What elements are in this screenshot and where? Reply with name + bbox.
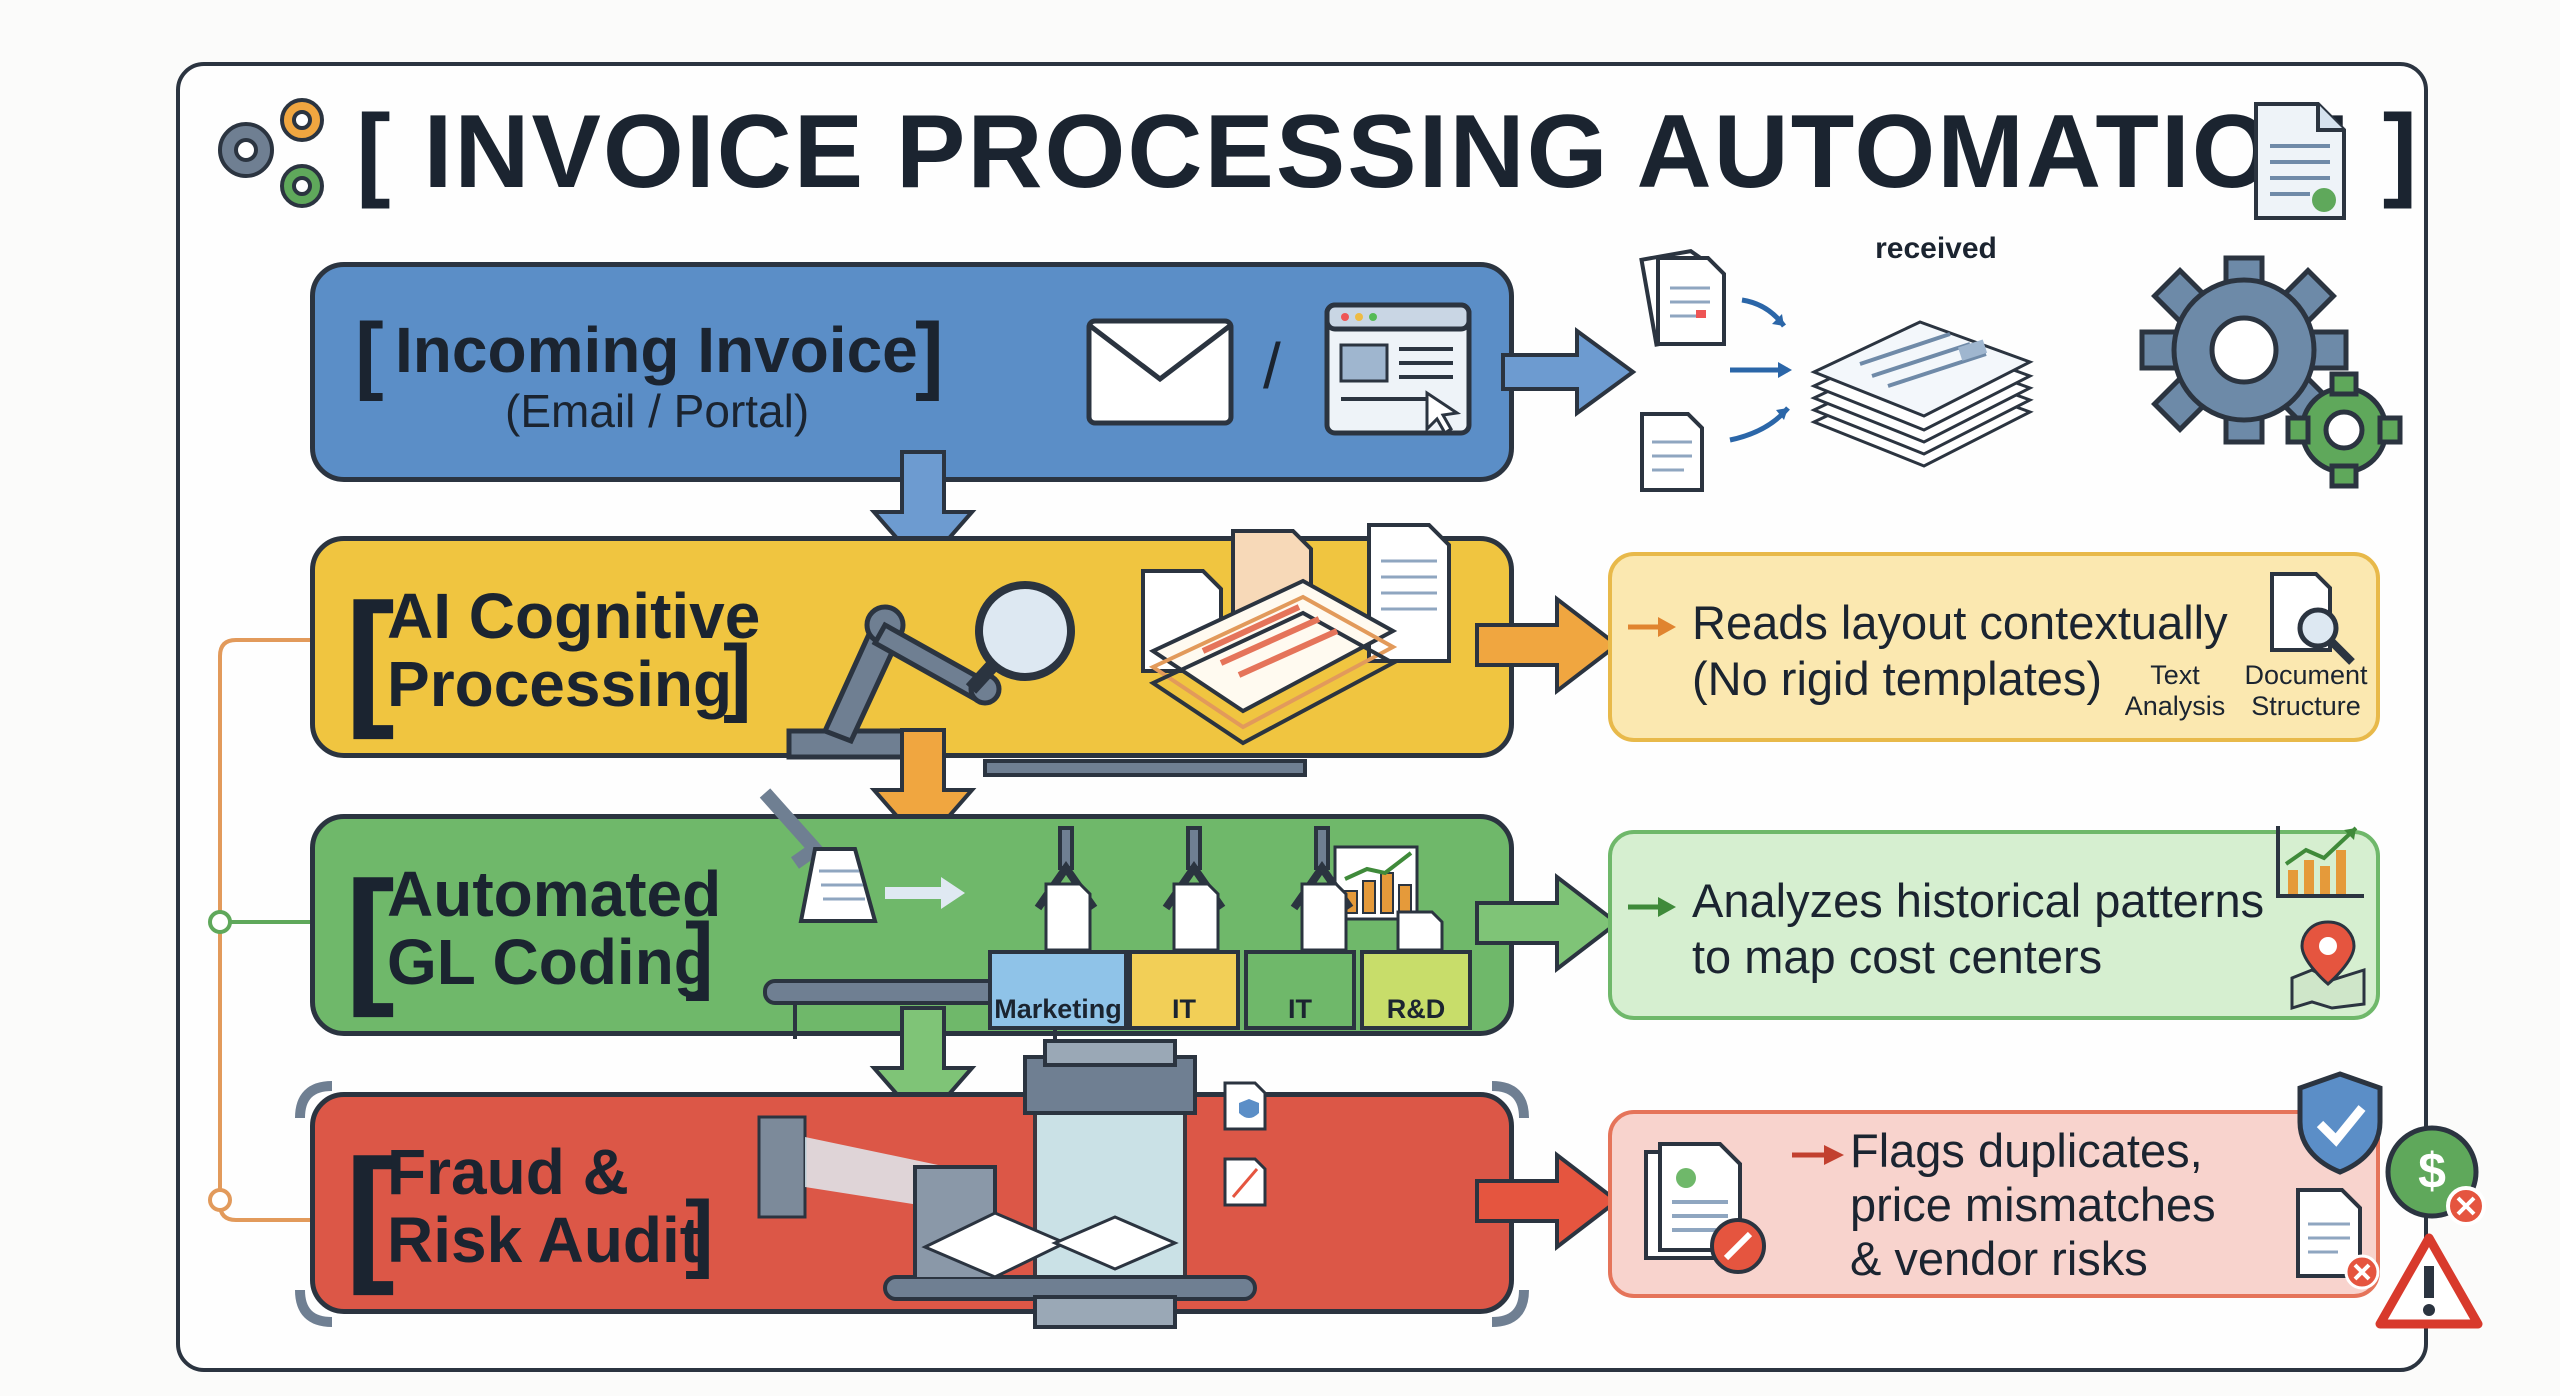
warning-icon: [2375, 1233, 2483, 1329]
bin-label-it-2: IT: [1288, 994, 1312, 1024]
map-pin-icon: [2290, 920, 2366, 1011]
rejected-document-icon: [2296, 1188, 2380, 1290]
bin-rnd: [1360, 950, 1472, 1030]
envelope-icon: [1086, 318, 1234, 426]
label-document-structure: Document Structure: [2244, 660, 2368, 722]
callout-ai-line2: (No rigid templates): [1692, 652, 2103, 705]
channel-separator: /: [1263, 330, 1281, 402]
bullet-arrow-icon: [1628, 897, 1676, 917]
svg-text:$: $: [2418, 1143, 2446, 1199]
stage-title-gl-line1: Automated: [387, 858, 722, 930]
callout-fraud-audit: Flags duplicates, price mismatches & ven…: [1608, 1110, 2380, 1298]
bin-it-green: [1244, 950, 1356, 1030]
title-gears-icon: [218, 98, 324, 208]
callout-gl-line2: to map cost centers: [1692, 930, 2103, 983]
callout-ai-line1: Reads layout contextually: [1692, 596, 2228, 649]
callout-fraud-line2: price mismatches: [1850, 1178, 2216, 1231]
document-search-icon: [2270, 572, 2355, 665]
label-text-analysis: Text Analysis: [2124, 660, 2226, 722]
stage-incoming-invoice: [ Incoming Invoice ] (Email / Portal) /: [310, 262, 1637, 482]
incoming-documents-icon: [1639, 249, 1792, 492]
robot-arm-icon: [786, 581, 1075, 760]
claw-icon: [1034, 826, 1444, 952]
stage-title-ai-line2: Processing: [387, 648, 733, 720]
stage-title-fraud-line2: Risk Audit: [387, 1204, 702, 1276]
stage-fraud-audit: [ Fraud & Risk Audit ]: [310, 1039, 1621, 1329]
scanner-icon: [757, 1039, 1267, 1329]
stage-title-gl-line2: GL Coding: [387, 926, 713, 998]
stage-ai-cognitive: [ AI Cognitive Processing ]: [310, 523, 1621, 760]
callout-fraud-line3: & vendor risks: [1850, 1232, 2148, 1285]
trend-chart-icon: [2276, 826, 2364, 898]
spreadsheet-icon: [1141, 523, 1451, 746]
stage-title-incoming: Incoming Invoice: [395, 314, 918, 386]
document-stack-icon: [1810, 320, 2034, 468]
bin-label-marketing: Marketing: [994, 994, 1122, 1024]
arrow-right-icon: [1501, 327, 1637, 417]
arrow-right-icon: [1475, 872, 1621, 974]
stage-subtitle-incoming: (Email / Portal): [505, 385, 810, 437]
bin-it-yellow: [1128, 950, 1240, 1030]
arrow-right-icon: [1475, 1150, 1621, 1252]
callout-gl-line1: Analyzes historical patterns: [1692, 874, 2265, 927]
browser-portal-icon: [1324, 302, 1472, 436]
callout-ai-cognitive: Reads layout contextually (No rigid temp…: [1608, 552, 2380, 742]
flagged-document-icon: [1644, 1142, 1766, 1274]
dollar-coin-icon: $: [2385, 1125, 2486, 1226]
bullet-arrow-icon: [1792, 1145, 1844, 1165]
shield-check-icon: [2297, 1071, 2383, 1175]
bar-chart-icon: [1333, 845, 1419, 921]
bin-marketing: [988, 950, 1128, 1030]
bin-label-rnd: R&D: [1386, 994, 1446, 1024]
callout-fraud-line1: Flags duplicates,: [1850, 1124, 2203, 1177]
bin-label-it-1: IT: [1172, 994, 1196, 1024]
title-document-icon: [2254, 102, 2346, 220]
gear-icon: [2139, 255, 2403, 489]
received-label: received: [1875, 232, 1997, 265]
conveyor-icon: [759, 759, 1307, 1039]
stage-title-ai-line1: AI Cognitive: [387, 580, 761, 652]
arrow-right-icon: [1475, 594, 1621, 696]
stage-fraud-corner-brackets: [295, 1081, 1529, 1327]
page-title: [ INVOICE PROCESSING AUTOMATION ]: [356, 94, 2420, 210]
stage-title-fraud-line1: Fraud &: [387, 1136, 629, 1208]
callout-gl-coding: Analyzes historical patterns to map cost…: [1608, 826, 2380, 1020]
stage-connector-line: [208, 638, 310, 1222]
bullet-arrow-icon: [1628, 617, 1676, 637]
